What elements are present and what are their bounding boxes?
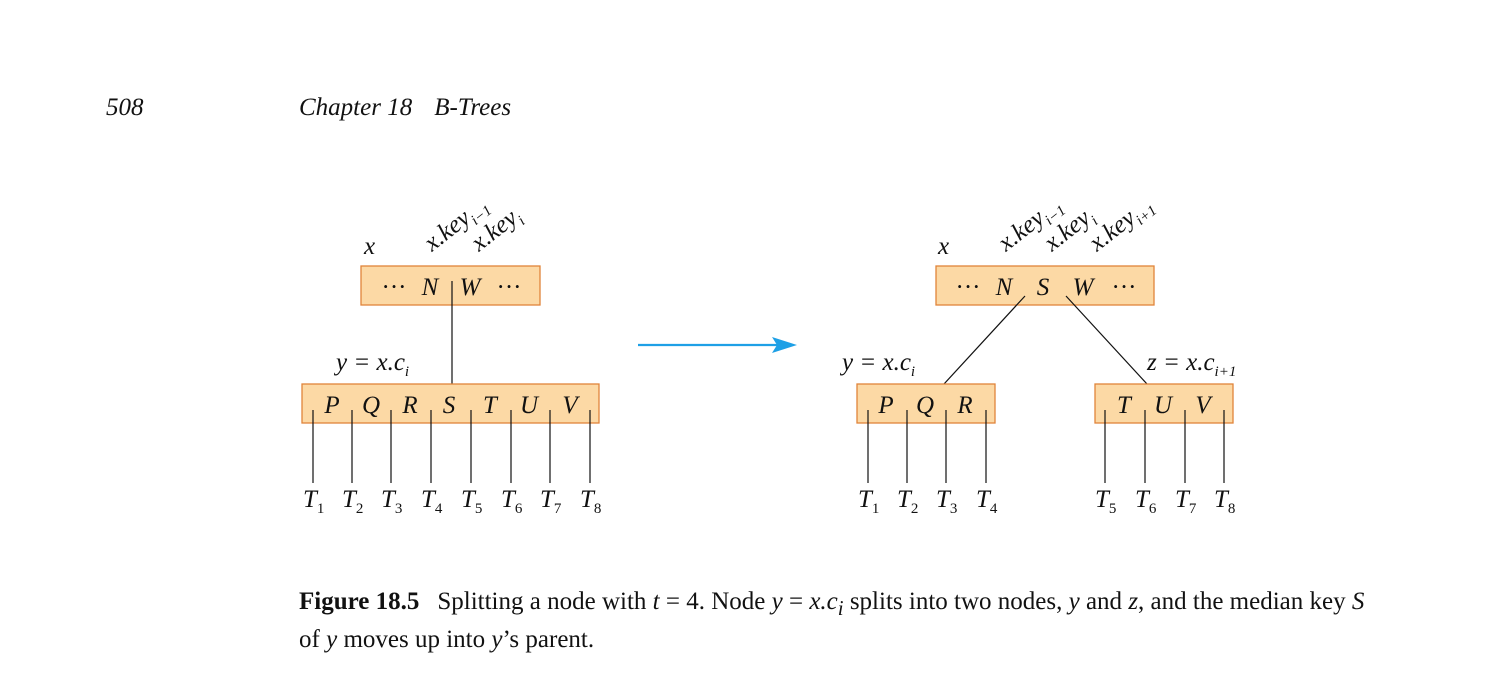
subtree-label: T4: [976, 486, 998, 517]
node-key: W: [460, 274, 483, 301]
parent-node-after-box: [935, 265, 1155, 306]
transition-arrow: [638, 337, 797, 353]
running-head: Chapter 18 B-Trees: [299, 94, 511, 122]
child-node-label: y = x.ci: [333, 349, 409, 380]
node-key: ···: [497, 274, 522, 301]
node-key: R: [401, 392, 417, 419]
node-key: U: [1154, 392, 1174, 419]
page-number: 508: [106, 94, 144, 121]
node-key: U: [520, 392, 540, 419]
subtree-label: T5: [461, 486, 482, 517]
node-key: Q: [362, 392, 380, 419]
subtree-label: T1: [303, 486, 324, 517]
subtree-label: T8: [1214, 486, 1235, 517]
node-key: ···: [382, 274, 407, 301]
chapter-title: B-Trees: [434, 94, 512, 121]
subtree-label: T2: [342, 486, 363, 517]
node-key: T: [483, 392, 499, 419]
subtree-label: T7: [1175, 486, 1197, 517]
subtree-label: T6: [501, 486, 523, 517]
parent-node-box: [360, 265, 541, 306]
right-child-label: z = x.ci+1: [1146, 349, 1236, 380]
left-child-label: y = x.ci: [839, 349, 915, 380]
pointer-to-z: [1065, 295, 1148, 385]
subtree-label: T5: [1095, 486, 1116, 517]
parent-node-label: x: [363, 233, 375, 260]
subtree-label: T4: [421, 486, 443, 517]
chapter-number: Chapter 18: [299, 94, 413, 121]
parent-node-label: x: [937, 233, 949, 260]
left-child-node-box: [856, 383, 996, 424]
right-child-node-box: [1094, 383, 1234, 424]
figure-label: Figure 18.5: [299, 588, 420, 615]
subtree-label: T8: [580, 486, 601, 517]
node-key: S: [1037, 274, 1050, 301]
node-key: T: [1117, 392, 1133, 419]
node-key: V: [1195, 392, 1213, 419]
subtree-label: T7: [540, 486, 562, 517]
node-key: P: [323, 392, 339, 419]
subtree-label: T2: [897, 486, 918, 517]
node-key: P: [877, 392, 893, 419]
subtree-label: T1: [858, 486, 879, 517]
node-key: W: [1073, 274, 1096, 301]
node-key: Q: [916, 392, 934, 419]
node-key: V: [562, 392, 580, 419]
node-key: ···: [1112, 274, 1137, 301]
node-key: ···: [956, 274, 981, 301]
node-key: S: [443, 392, 456, 419]
node-key: N: [995, 274, 1014, 301]
subtree-label: T6: [1135, 486, 1157, 517]
node-key: N: [421, 274, 440, 301]
node-key: R: [956, 392, 972, 419]
pointer-to-y: [943, 295, 1026, 385]
subtree-label: T3: [936, 486, 957, 517]
subtree-label: T3: [381, 486, 402, 517]
